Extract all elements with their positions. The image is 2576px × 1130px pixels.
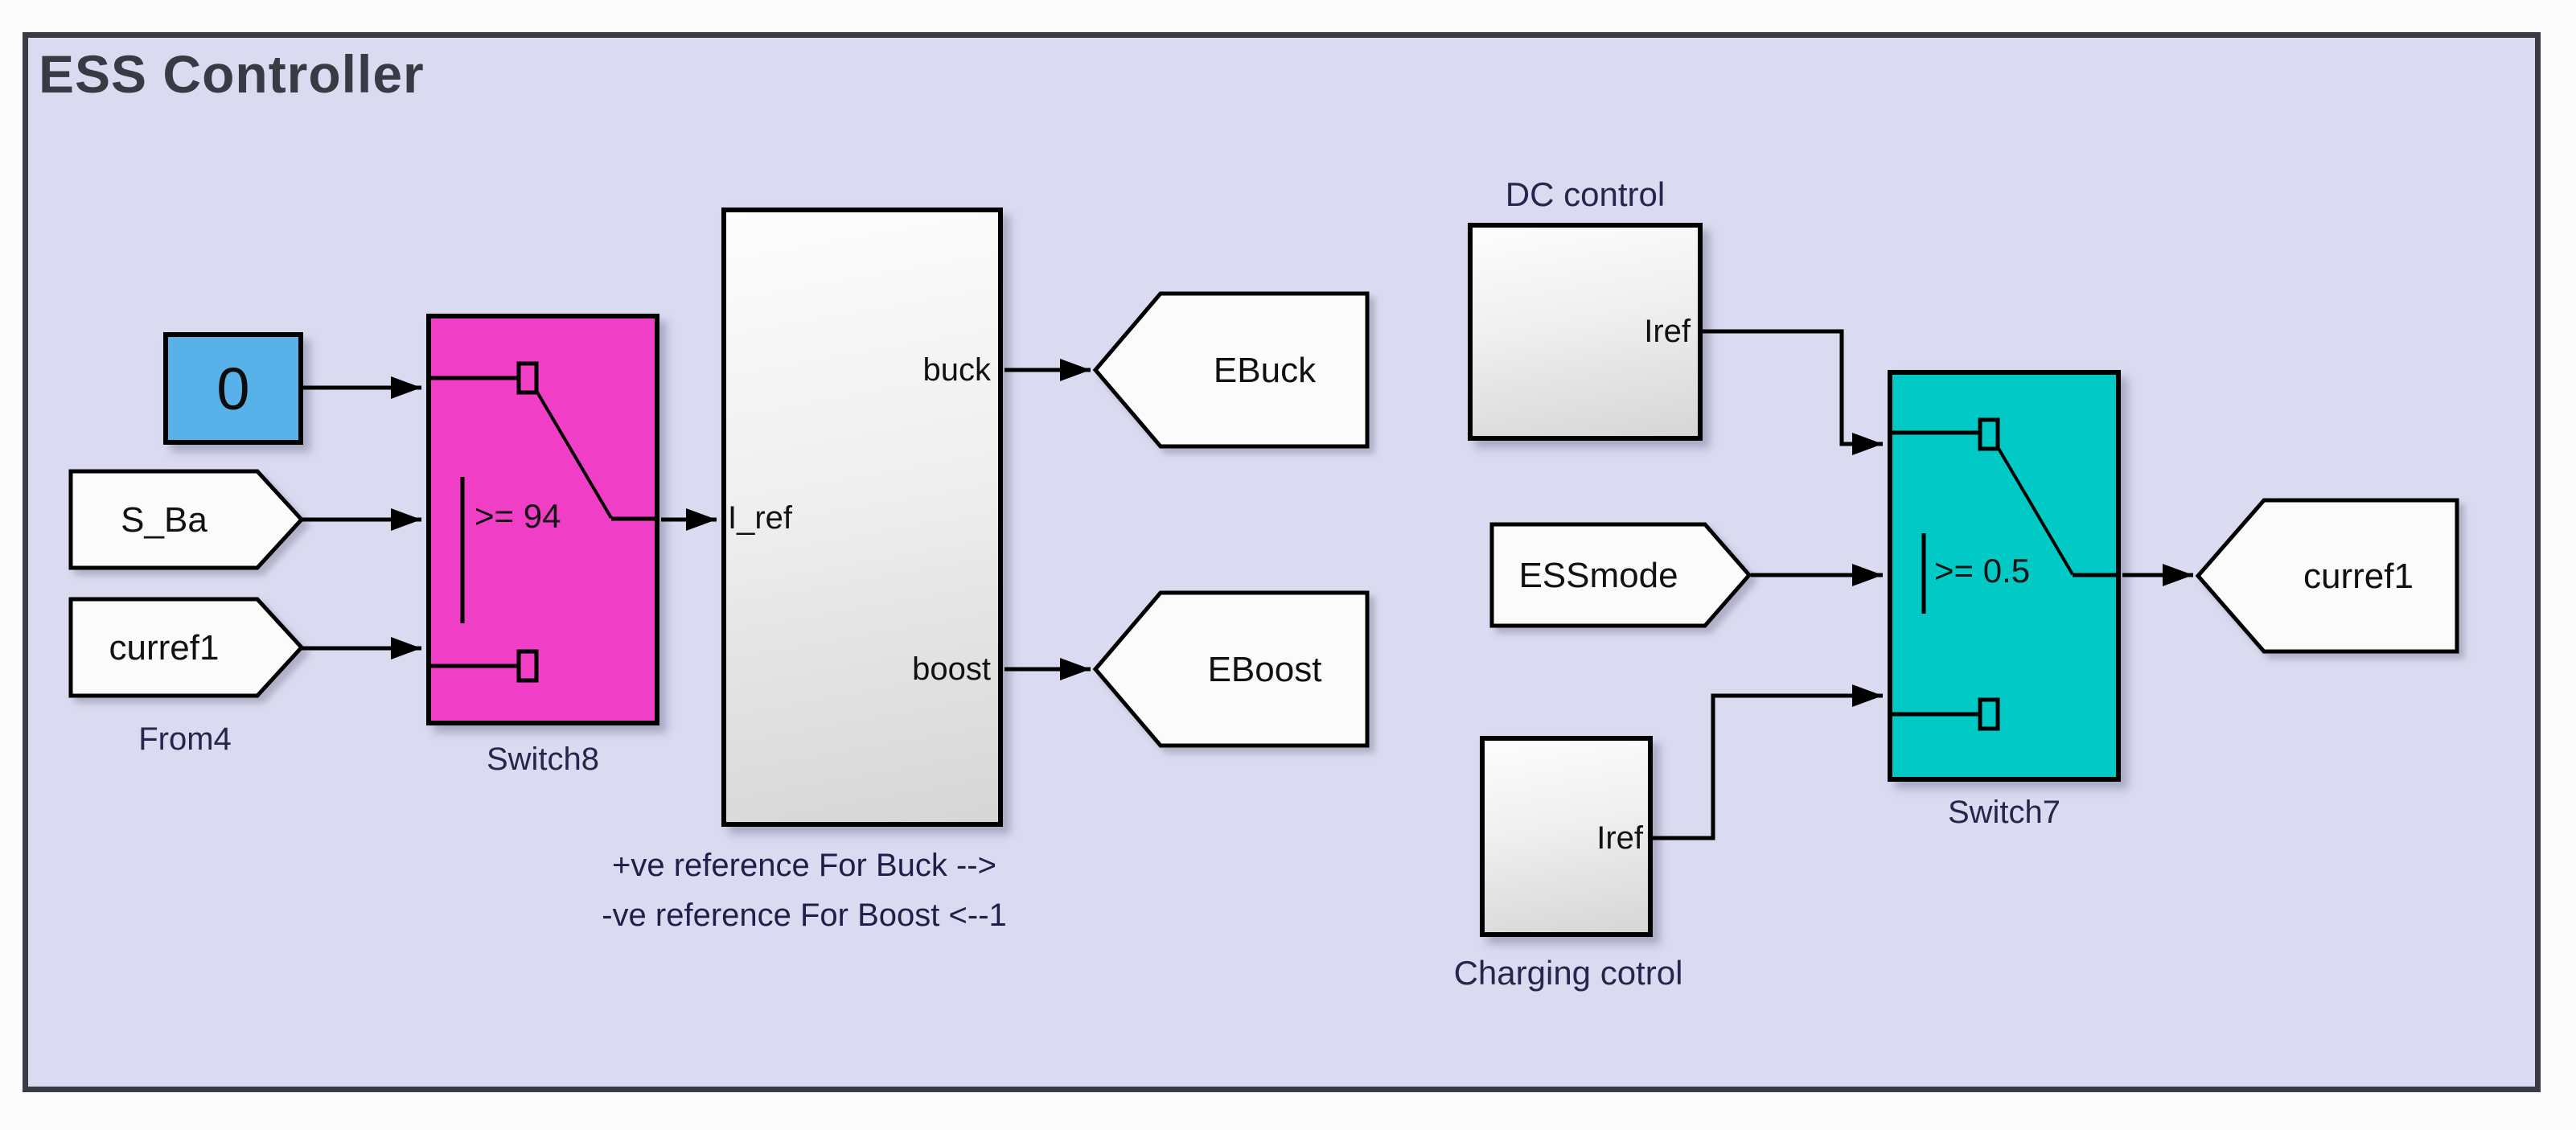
goto-tag-eboost[interactable] [1092,590,1370,748]
charging-iref-port-label: Iref [1596,820,1643,856]
switch7-internals [1892,417,2118,731]
dc-control-iref-port-label: Iref [1644,314,1691,349]
charging-control-name: Charging cotrol [1453,954,1683,992]
switch7-name: Switch7 [1947,795,2061,830]
switch7-threshold-text: >= 0.5 [1934,552,2031,590]
goto-tag-ebuck[interactable] [1092,291,1370,449]
switch7-port1-square [1978,417,2000,451]
subsystem-caption-line1: +ve reference For Buck --> [612,848,996,883]
dc-control-block[interactable] [1468,223,1703,441]
eboost-label: EBoost [1207,650,1322,689]
constant-value: 0 [216,355,250,422]
from-tag-s-ba[interactable] [68,469,305,570]
page-title: ESS Controller [39,44,425,104]
essmode-label: ESSmode [1518,556,1678,595]
constant-zero-block[interactable]: 0 [163,332,303,445]
subsystem-iref-port-label: I_ref [728,500,793,536]
subsystem-caption-line2: -ve reference For Boost <--1 [602,898,1007,933]
goto-tag-curref1-out[interactable] [2195,498,2459,654]
curref1-goto-label: curref1 [2303,557,2414,596]
switch8-threshold-text: >= 94 [475,497,561,535]
from-tag-essmode[interactable] [1489,522,1752,628]
from-tag-curref1[interactable] [68,597,305,698]
reference-subsystem-block[interactable] [721,208,1003,827]
subsystem-buck-port-label: buck [922,352,992,388]
wire-charging-to-switch7[interactable] [1653,684,1883,840]
wire-dccontrol-to-switch7[interactable] [1703,329,1883,455]
switch8-port3-square [516,649,539,683]
subsystem-boost-port-label: boost [912,651,991,687]
switch7-port3-square [1978,697,2000,731]
charging-control-block[interactable] [1480,736,1653,937]
switch8-internals [430,361,657,683]
switch8-port1-square [516,361,539,395]
dc-control-name: DC control [1505,175,1666,213]
s-ba-label: S_Ba [121,500,207,540]
switch8-name: Switch8 [486,742,600,777]
ebuck-label: EBuck [1213,351,1317,390]
from4-name: From4 [138,721,232,757]
curref1-from-label: curref1 [109,628,220,668]
